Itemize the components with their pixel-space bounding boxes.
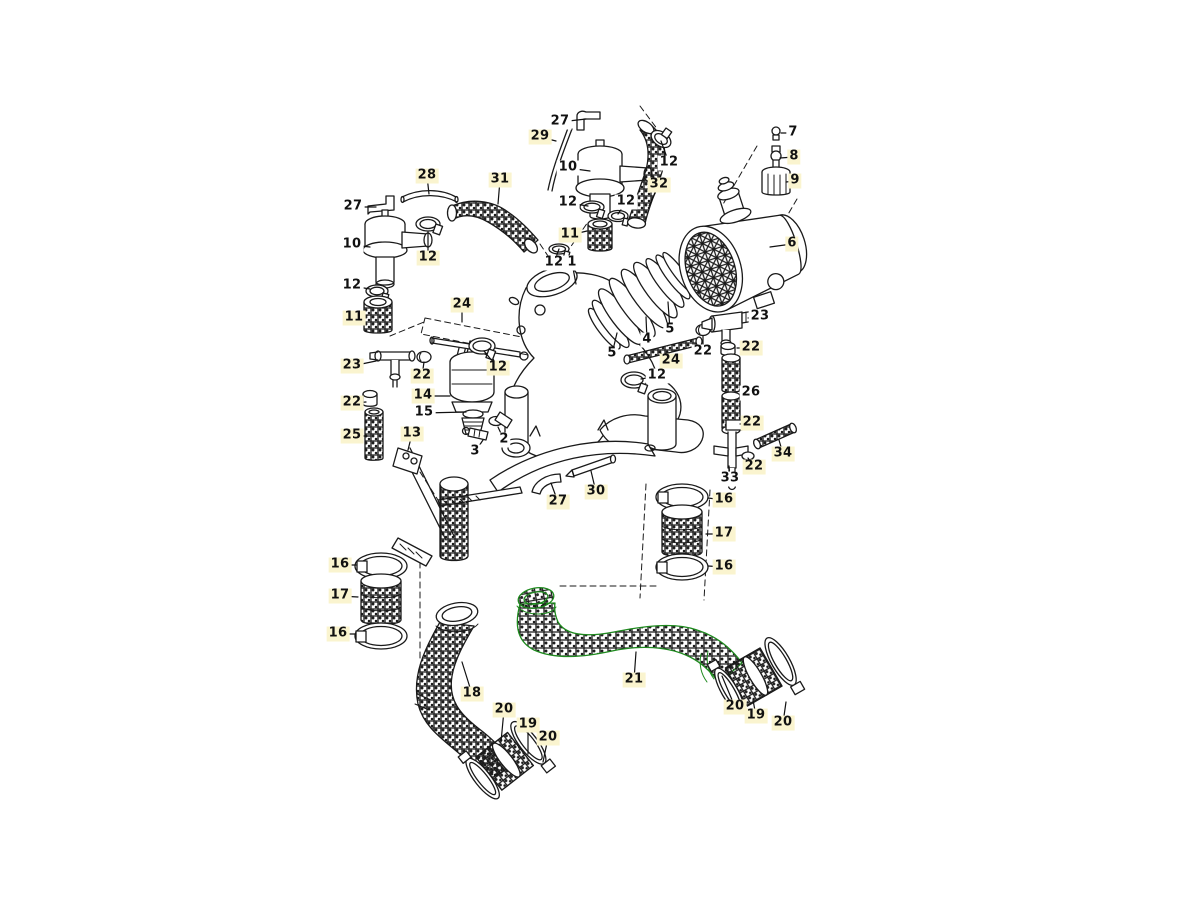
part-label-20-56[interactable]: 20 [536,729,560,746]
part-label-12-6[interactable]: 12 [614,193,638,210]
part-label-21-57[interactable]: 21 [622,671,646,688]
part-label-27-48[interactable]: 27 [546,493,570,510]
part-label-25-28[interactable]: 25 [340,427,364,444]
cap-9 [761,166,791,196]
hose-clamp-12 [607,209,630,227]
hose-clamp-12 [579,200,606,220]
hose-18 [414,601,513,785]
part-label-11-20[interactable]: 11 [342,309,366,326]
part-label-22-36[interactable]: 22 [691,343,715,360]
left-vent-valve-assembly [362,195,444,334]
part-label-10-2[interactable]: 10 [556,159,580,176]
hose-clamp-12 [415,216,444,236]
part-label-22-43[interactable]: 22 [742,458,766,475]
left-bellows-stack [354,552,408,650]
right-bellows-stack [655,483,709,581]
part-label-16-50[interactable]: 16 [328,556,352,573]
part-label-12-39[interactable]: 12 [645,367,669,384]
hose-11 [587,223,613,252]
band-clamp-16 [354,622,408,650]
intake-bellows-4-5 [587,251,695,350]
part-label-12-3[interactable]: 12 [657,154,681,171]
elbow-hose-27 [531,473,562,495]
part-label-32-4[interactable]: 32 [647,176,671,193]
part-label-14-25[interactable]: 14 [411,387,435,404]
pressure-sender [449,340,513,441]
part-label-34-42[interactable]: 34 [771,445,795,462]
part-label-2-30[interactable]: 2 [497,431,511,448]
part-label-24-21[interactable]: 24 [450,296,474,313]
right-small-fittings [695,310,798,491]
part-label-7-10[interactable]: 7 [786,124,800,141]
part-label-5-34[interactable]: 5 [663,321,677,338]
part-label-3-31[interactable]: 3 [468,443,482,460]
hose-28 [400,189,459,204]
part-label-22-38[interactable]: 22 [739,339,763,356]
part-label-9-12[interactable]: 9 [788,172,802,189]
part-label-13-29[interactable]: 13 [400,425,424,442]
band-clamp-16 [655,553,709,581]
part-label-17-46[interactable]: 17 [712,525,736,542]
part-label-8-11[interactable]: 8 [787,148,801,165]
sensor-screw-7 [771,126,781,141]
part-label-31-15[interactable]: 31 [488,171,512,188]
part-label-12-24[interactable]: 12 [486,359,510,376]
part-label-16-52[interactable]: 16 [326,625,350,642]
part-label-6-13[interactable]: 6 [785,235,799,252]
part-label-22-41[interactable]: 22 [740,414,764,431]
part-label-12-8[interactable]: 12 [542,254,566,271]
part-label-12-5[interactable]: 12 [556,194,580,211]
mounting-bracket-and-holder [391,447,469,567]
part-label-20-58[interactable]: 20 [723,698,747,715]
part-label-5-32[interactable]: 5 [605,345,619,362]
hose-clamp-12 [620,371,649,395]
part-label-26-40[interactable]: 26 [739,384,763,401]
part-label-4-33[interactable]: 4 [640,331,654,348]
band-clamp-16 [655,483,709,511]
part-label-1-9[interactable]: 1 [565,254,579,271]
part-label-16-47[interactable]: 16 [712,558,736,575]
part-label-29-1[interactable]: 29 [528,128,552,145]
part-label-19-59[interactable]: 19 [744,707,768,724]
part-label-33-44[interactable]: 33 [718,470,742,487]
part-label-22-27[interactable]: 22 [340,394,364,411]
fuel-pipes [429,336,703,365]
valve-8 [770,145,782,170]
part-label-12-19[interactable]: 12 [340,277,364,294]
part-label-18-53[interactable]: 18 [460,685,484,702]
part-label-23-22[interactable]: 23 [340,357,364,374]
part-label-12-18[interactable]: 12 [416,249,440,266]
part-label-16-45[interactable]: 16 [712,491,736,508]
hose-11 [363,301,393,334]
left-small-fittings [362,350,432,461]
part-label-20-60[interactable]: 20 [771,714,795,731]
part-label-22-23[interactable]: 22 [410,367,434,384]
part-label-27-0[interactable]: 27 [548,113,572,130]
part-label-19-55[interactable]: 19 [516,716,540,733]
part-label-10-17[interactable]: 10 [340,236,364,253]
part-label-15-26[interactable]: 15 [412,404,436,421]
part-label-11-7[interactable]: 11 [558,226,582,243]
part-label-20-54[interactable]: 20 [492,701,516,718]
part-label-24-35[interactable]: 24 [659,352,683,369]
part-label-27-16[interactable]: 27 [341,198,365,215]
part-label-30-49[interactable]: 30 [584,483,608,500]
part-label-28-14[interactable]: 28 [415,167,439,184]
hose-clamp-12 [650,127,673,149]
pipe-30 [565,454,617,478]
hose-31 [446,200,539,254]
part-label-17-51[interactable]: 17 [328,587,352,604]
part-label-23-37[interactable]: 23 [748,308,772,325]
